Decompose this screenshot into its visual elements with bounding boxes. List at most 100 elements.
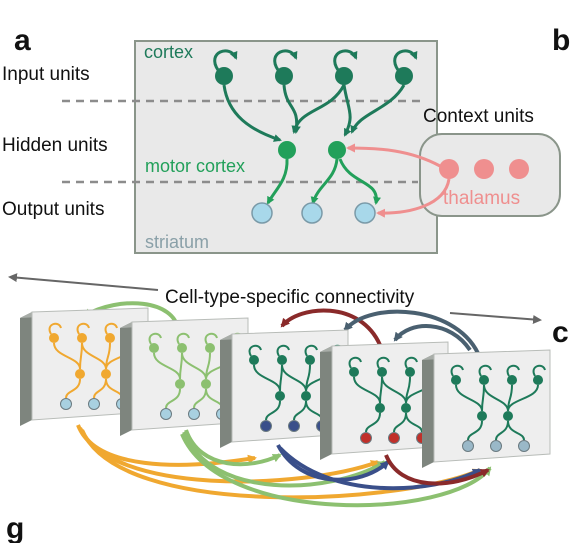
- panel-letter-a: a: [14, 24, 31, 57]
- output-unit-2: [301, 202, 323, 224]
- mini-connection: [507, 420, 525, 441]
- mini-input-unit: [77, 333, 87, 343]
- hidden-unit-1: [278, 141, 296, 159]
- input-hidden-connections: [222, 84, 406, 142]
- mini-connection: [365, 412, 381, 433]
- mini-connection: [65, 378, 81, 399]
- panel-side: [320, 346, 332, 460]
- mini-output-unit: [88, 398, 100, 410]
- mini-connection: [405, 412, 423, 433]
- output-units-label: Output units: [2, 199, 104, 220]
- mini-output-unit: [288, 420, 300, 432]
- mini-hidden-unit: [301, 391, 311, 401]
- connectivity-arrow-left: [8, 273, 159, 291]
- mini-self-loop: [204, 332, 218, 345]
- mini-input-unit: [377, 367, 387, 377]
- striatum-label: striatum: [145, 232, 209, 252]
- network-panel-1: [20, 307, 149, 426]
- mini-input-unit: [507, 375, 517, 385]
- panel-letter-b: b: [552, 24, 570, 57]
- mini-self-loop: [478, 364, 492, 377]
- mini-output-unit: [188, 408, 200, 420]
- input-units: [213, 49, 418, 85]
- network-panels: [20, 307, 551, 468]
- input-unit-3: [335, 67, 353, 85]
- mini-output-unit: [60, 398, 72, 410]
- connectivity-arrow-right: [449, 312, 542, 324]
- mini-hidden-unit: [477, 411, 487, 421]
- mini-self-loop: [450, 364, 464, 377]
- mini-input-unit: [49, 333, 59, 343]
- mini-self-loop: [104, 322, 118, 335]
- panel-side: [220, 334, 232, 448]
- mini-self-loop: [532, 364, 546, 377]
- mini-output-unit: [388, 432, 400, 444]
- mini-connection: [507, 384, 539, 412]
- input-unit-4: [395, 67, 413, 85]
- mini-connection: [467, 420, 483, 441]
- mini-input-unit: [277, 355, 287, 365]
- mini-self-loop: [376, 356, 390, 369]
- mini-input-unit: [305, 355, 315, 365]
- mini-output-unit: [518, 440, 530, 452]
- mini-hidden-unit: [375, 403, 385, 413]
- panel-side: [20, 312, 32, 426]
- mini-hidden-unit: [401, 403, 411, 413]
- mini-input-unit: [205, 343, 215, 353]
- mini-self-loop: [276, 344, 290, 357]
- mini-input-unit: [451, 375, 461, 385]
- output-unit-3: [354, 202, 376, 224]
- mini-output-unit: [462, 440, 474, 452]
- mini-input-unit: [105, 333, 115, 343]
- mini-self-loop: [176, 332, 190, 345]
- thalamus-label: thalamus: [443, 188, 520, 209]
- cortex-label: cortex: [144, 42, 193, 62]
- mini-output-unit: [160, 408, 172, 420]
- context-units-label: Context units: [423, 106, 534, 127]
- mini-input-unit: [177, 343, 187, 353]
- hidden-unit-2: [328, 141, 346, 159]
- input-units-label: Input units: [2, 64, 90, 85]
- mini-connection: [265, 400, 281, 421]
- mini-hidden-unit: [201, 379, 211, 389]
- mini-connection: [165, 388, 181, 409]
- mini-self-loop: [506, 364, 520, 377]
- input-unit-1: [215, 67, 233, 85]
- mini-output-unit: [360, 432, 372, 444]
- output-unit-1: [251, 202, 273, 224]
- mini-hidden-unit: [101, 369, 111, 379]
- context-unit-2: [474, 159, 494, 179]
- panel-side: [120, 322, 132, 436]
- thalamus-projections: [346, 143, 451, 218]
- motor-cortex-label: motor cortex: [145, 156, 245, 176]
- hidden-output-connections: [266, 158, 381, 205]
- input-unit-2: [275, 67, 293, 85]
- context-unit-3: [509, 159, 529, 179]
- mini-hidden-unit: [175, 379, 185, 389]
- mini-self-loop: [248, 344, 262, 357]
- mini-input-unit: [533, 375, 543, 385]
- panel-letter-g: g: [6, 512, 24, 543]
- mini-hidden-unit: [503, 411, 513, 421]
- mini-output-unit: [260, 420, 272, 432]
- mini-input-unit: [249, 355, 259, 365]
- mini-input-unit: [149, 343, 159, 353]
- mini-self-loop: [148, 332, 162, 345]
- cross-panel-arrows-bottom: [76, 424, 492, 508]
- connectivity-label: Cell-type-specific connectivity: [165, 287, 415, 308]
- mini-hidden-unit: [75, 369, 85, 379]
- mini-output-unit: [490, 440, 502, 452]
- mini-input-unit: [349, 367, 359, 377]
- hidden-units-label: Hidden units: [2, 135, 108, 156]
- panel-side: [422, 354, 434, 468]
- mini-self-loop: [404, 356, 418, 369]
- mini-self-loop: [348, 356, 362, 369]
- mini-hidden-unit: [275, 391, 285, 401]
- mini-input-unit: [479, 375, 489, 385]
- mini-self-loop: [48, 322, 62, 335]
- mini-self-loop: [76, 322, 90, 335]
- context-unit-1: [439, 159, 459, 179]
- panel-letter-c: c: [552, 316, 569, 349]
